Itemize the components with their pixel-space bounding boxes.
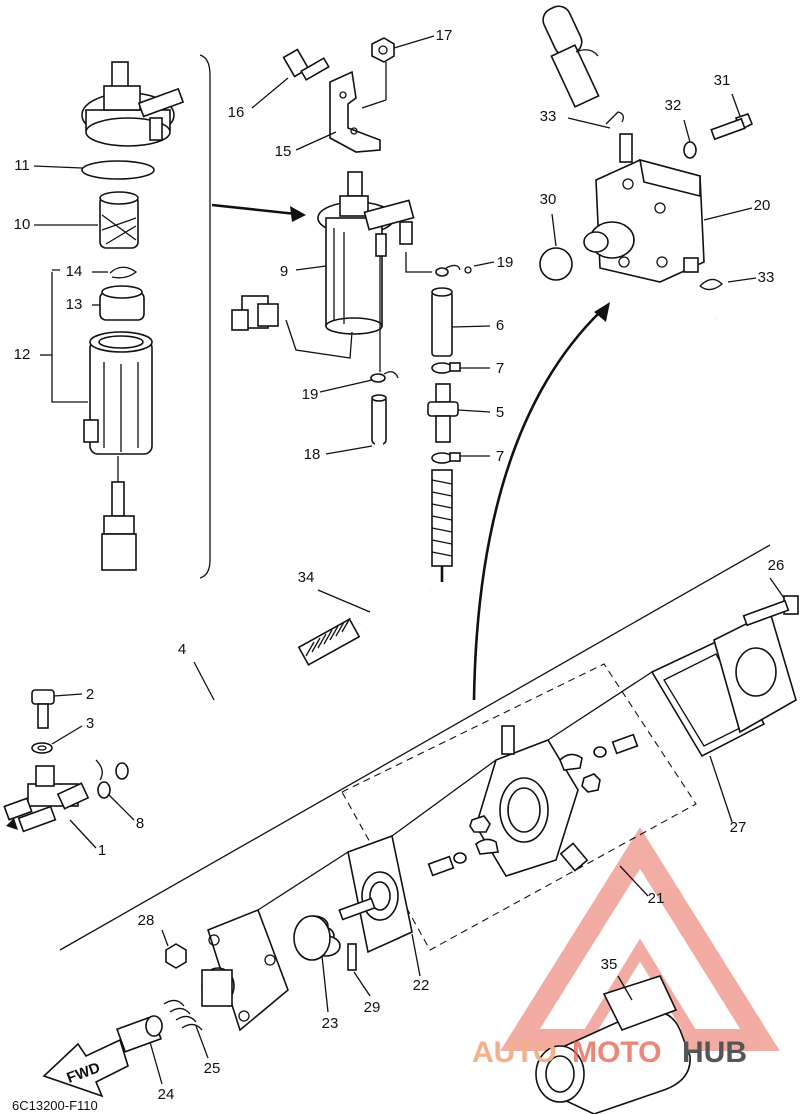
fitting-1-assembly: [3, 689, 111, 833]
callout-c8: 8: [136, 815, 144, 832]
callout-c7b: 7: [496, 448, 504, 465]
filter-9-assembly: [231, 37, 415, 372]
o-ring-11: [81, 160, 155, 180]
callout-c32: 32: [665, 97, 682, 114]
callout-c3: 3: [86, 715, 94, 732]
callout-c19a: 19: [497, 254, 514, 271]
callout-c18: 18: [304, 446, 321, 463]
callout-c9: 9: [280, 263, 288, 280]
callout-c35: 35: [601, 956, 618, 973]
callout-c27: 27: [730, 819, 747, 836]
filter-assembly-left: [81, 61, 185, 571]
fuel-pump-assembly: [539, 5, 754, 291]
callout-c7a: 7: [496, 360, 504, 377]
callout-c1: 1: [98, 842, 106, 859]
callout-c19b: 19: [302, 386, 319, 403]
callout-c12: 12: [14, 346, 31, 363]
callout-c10: 10: [14, 216, 31, 233]
fwd-arrow: FWD: [42, 1038, 129, 1098]
callout-c11: 11: [14, 157, 30, 174]
callout-c5: 5: [496, 404, 504, 421]
callout-c17: 17: [436, 27, 453, 44]
callout-c26: 26: [768, 557, 785, 574]
callout-c24: 24: [158, 1086, 175, 1103]
bracket-divider: [199, 54, 211, 579]
svg-text:AUTO: AUTO: [472, 1036, 556, 1069]
svg-text:HUB: HUB: [682, 1036, 747, 1069]
callout-c28: 28: [138, 912, 155, 929]
hose-parts-center: [370, 252, 472, 464]
callout-c15: 15: [275, 143, 292, 160]
callout-c23: 23: [322, 1015, 339, 1032]
callout-c2: 2: [86, 686, 94, 703]
callout-c34: 34: [298, 569, 315, 586]
section-divider-line: [59, 544, 771, 951]
svg-text:MOTO: MOTO: [572, 1036, 661, 1069]
drawing-code: 6C13200-F110: [12, 1098, 98, 1113]
callout-c31: 31: [714, 72, 731, 89]
callout-c6: 6: [496, 317, 504, 334]
callout-c16: 16: [228, 104, 245, 121]
callout-c22: 22: [413, 977, 430, 994]
watermark-text: AUTO MOTO HUB: [472, 1036, 747, 1069]
callout-c20: 20: [754, 197, 771, 214]
pump-exploded-section: [116, 595, 799, 1114]
callout-c4: 4: [178, 641, 186, 658]
callout-c30: 30: [540, 191, 557, 208]
callout-c14: 14: [66, 263, 83, 280]
callout-c33a: 33: [540, 108, 557, 125]
callout-c21: 21: [648, 890, 665, 907]
callout-c13: 13: [66, 296, 83, 313]
callout-c33b: 33: [758, 269, 775, 286]
callout-c25: 25: [204, 1060, 221, 1077]
callout-c29: 29: [364, 999, 381, 1016]
